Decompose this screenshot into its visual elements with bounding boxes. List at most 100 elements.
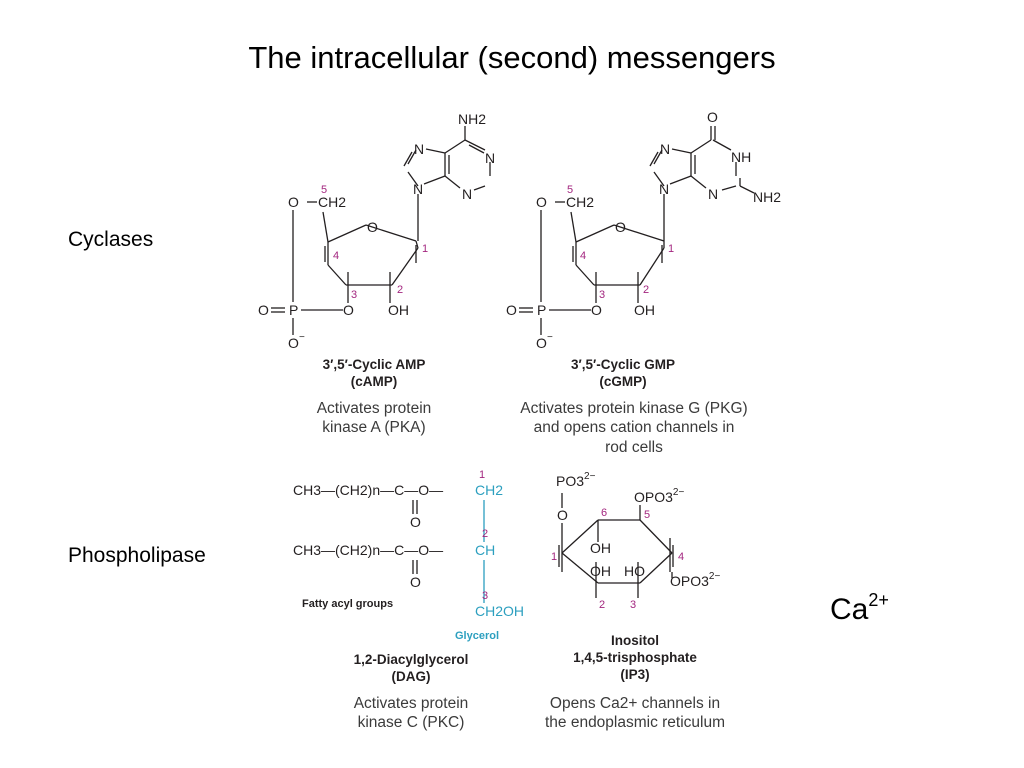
camp-phosphorus: P xyxy=(289,302,298,318)
dag-function-line2: kinase C (PKC) xyxy=(358,714,465,731)
dag-glycerol-c2: CH xyxy=(475,542,495,558)
camp-num-5: 5 xyxy=(321,184,327,196)
ip3-hydroxyl-2: OH xyxy=(590,563,611,579)
cgmp-abbrev: (cGMP) xyxy=(599,374,646,389)
ip3-num-3: 3 xyxy=(630,599,636,611)
dag-glycerol-label: Glycerol xyxy=(455,630,499,642)
camp-amino-label: NH2 xyxy=(458,111,486,127)
camp-bonds xyxy=(271,126,491,335)
cgmp-function-line2: and opens cation channels in xyxy=(534,419,735,436)
ip3-position-numbers: 1 2 3 4 5 6 xyxy=(551,507,684,611)
camp-n7: N xyxy=(414,141,424,157)
camp-function-line1: Activates protein xyxy=(317,400,432,417)
cgmp-o5-label: O xyxy=(536,194,547,210)
cgmp-bonds xyxy=(519,126,755,335)
cgmp-keto-oxygen: O xyxy=(707,109,718,125)
cgmp-atoms: O NH NH2 N N N O O CH2 O P O O − OH xyxy=(506,109,781,351)
slide-title: The intracellular (second) messengers xyxy=(248,40,776,75)
camp-hydroxyl: OH xyxy=(388,302,409,318)
dag-acyl-chain-1: CH3—(CH2)n—C—O— xyxy=(293,482,443,498)
dag-carbonyl-oxygen-2: O xyxy=(410,574,421,590)
cgmp-num-1: 1 xyxy=(668,243,674,255)
camp-abbrev: (cAMP) xyxy=(351,374,398,389)
cgmp-ch2-label: CH2 xyxy=(566,194,594,210)
camp-function-line2: kinase A (PKA) xyxy=(322,419,425,436)
cgmp-minus-sign: − xyxy=(547,332,553,343)
camp-position-numbers: 5 4 3 2 1 xyxy=(321,184,428,301)
ip3-num-6: 6 xyxy=(601,507,607,519)
ip3-structure: PO32− O OPO32− OPO32− OH OH HO 1 2 3 4 5… xyxy=(545,471,725,731)
camp-ring-oxygen: O xyxy=(367,219,378,235)
camp-o3-label: O xyxy=(343,302,354,318)
camp-num-4: 4 xyxy=(333,250,339,262)
cgmp-name: 3′,5′-Cyclic GMP xyxy=(571,357,675,372)
cgmp-n3: N xyxy=(708,186,718,202)
ip3-function-line2: the endoplasmic reticulum xyxy=(545,714,725,731)
ip3-abbrev: (IP3) xyxy=(620,667,649,682)
cgmp-function-line3: rod cells xyxy=(605,439,663,456)
cgmp-n9: N xyxy=(659,181,669,197)
camp-phosphoryl-oxygen: O xyxy=(258,302,269,318)
cgmp-anionic-oxygen: O xyxy=(536,335,547,351)
dag-num-3: 3 xyxy=(482,590,488,602)
camp-o5-label: O xyxy=(288,194,299,210)
ip3-oxygen-1: O xyxy=(557,507,568,523)
cgmp-nh: NH xyxy=(731,149,751,165)
ip3-hydroxyl-3: HO xyxy=(624,563,645,579)
camp-atoms: NH2 N N N N O O CH2 O P O O − OH xyxy=(258,111,495,351)
cgmp-num-3: 3 xyxy=(599,289,605,301)
ip3-num-5: 5 xyxy=(644,509,650,521)
cgmp-n7: N xyxy=(660,141,670,157)
ip3-num-2: 2 xyxy=(599,599,605,611)
ip3-phosphate-1: PO32− xyxy=(556,471,596,489)
dag-num-2: 2 xyxy=(482,528,488,540)
cgmp-amino-label: NH2 xyxy=(753,189,781,205)
camp-num-1: 1 xyxy=(422,243,428,255)
cgmp-position-numbers: 5 4 3 2 1 xyxy=(567,184,674,301)
ip3-num-1: 1 xyxy=(551,551,557,563)
cgmp-structure: O NH NH2 N N N O O CH2 O P O O − OH 5 4 … xyxy=(506,109,781,456)
dag-structure: CH3—(CH2)n—C—O— CH3—(CH2)n—C—O— O O CH2 … xyxy=(293,469,524,731)
calcium-ion-label: Ca2+ xyxy=(830,590,889,627)
dag-glycerol-c3: CH2OH xyxy=(475,603,524,619)
dag-num-1: 1 xyxy=(479,469,485,481)
camp-anionic-oxygen: O xyxy=(288,335,299,351)
cgmp-phosphoryl-oxygen: O xyxy=(506,302,517,318)
cgmp-num-2: 2 xyxy=(643,284,649,296)
cgmp-o3-label: O xyxy=(591,302,602,318)
dag-abbrev: (DAG) xyxy=(392,669,431,684)
camp-num-2: 2 xyxy=(397,284,403,296)
dag-glycerol-c1: CH2 xyxy=(475,482,503,498)
cgmp-hydroxyl: OH xyxy=(634,302,655,318)
calcium-charge: 2+ xyxy=(868,590,889,610)
camp-n1: N xyxy=(485,150,495,166)
cgmp-num-5: 5 xyxy=(567,184,573,196)
ip3-num-4: 4 xyxy=(678,551,684,563)
camp-n3: N xyxy=(462,186,472,202)
ip3-function-line1: Opens Ca2+ channels in xyxy=(550,695,720,712)
ip3-hydroxyl-6: OH xyxy=(590,540,611,556)
ip3-name-positions: 1,4,5-trisphosphate xyxy=(573,650,697,665)
cgmp-ring-oxygen: O xyxy=(615,219,626,235)
ip3-name: Inositol xyxy=(611,633,659,648)
ip3-bonds xyxy=(558,493,674,598)
camp-structure: NH2 N N N N O O CH2 O P O O − OH 5 4 3 2… xyxy=(258,111,495,436)
camp-name: 3′,5′-Cyclic AMP xyxy=(323,357,426,372)
dag-acyl-chain-2: CH3—(CH2)n—C—O— xyxy=(293,542,443,558)
dag-carbonyl-oxygen-1: O xyxy=(410,514,421,530)
cgmp-function-line1: Activates protein kinase G (PKG) xyxy=(520,400,747,417)
camp-ch2-label: CH2 xyxy=(318,194,346,210)
dag-name: 1,2-Diacylglycerol xyxy=(354,652,469,667)
phospholipase-label: Phospholipase xyxy=(68,544,206,567)
camp-n9: N xyxy=(413,181,423,197)
ip3-phosphate-5: OPO32− xyxy=(634,487,684,505)
cyclases-label: Cyclases xyxy=(68,228,154,251)
calcium-symbol: Ca xyxy=(830,593,869,626)
camp-num-3: 3 xyxy=(351,289,357,301)
cgmp-num-4: 4 xyxy=(580,250,586,262)
dag-fatty-acyl-label: Fatty acyl groups xyxy=(302,598,393,610)
camp-minus-sign: − xyxy=(299,332,305,343)
cgmp-phosphorus: P xyxy=(537,302,546,318)
dag-function-line1: Activates protein xyxy=(354,695,469,712)
